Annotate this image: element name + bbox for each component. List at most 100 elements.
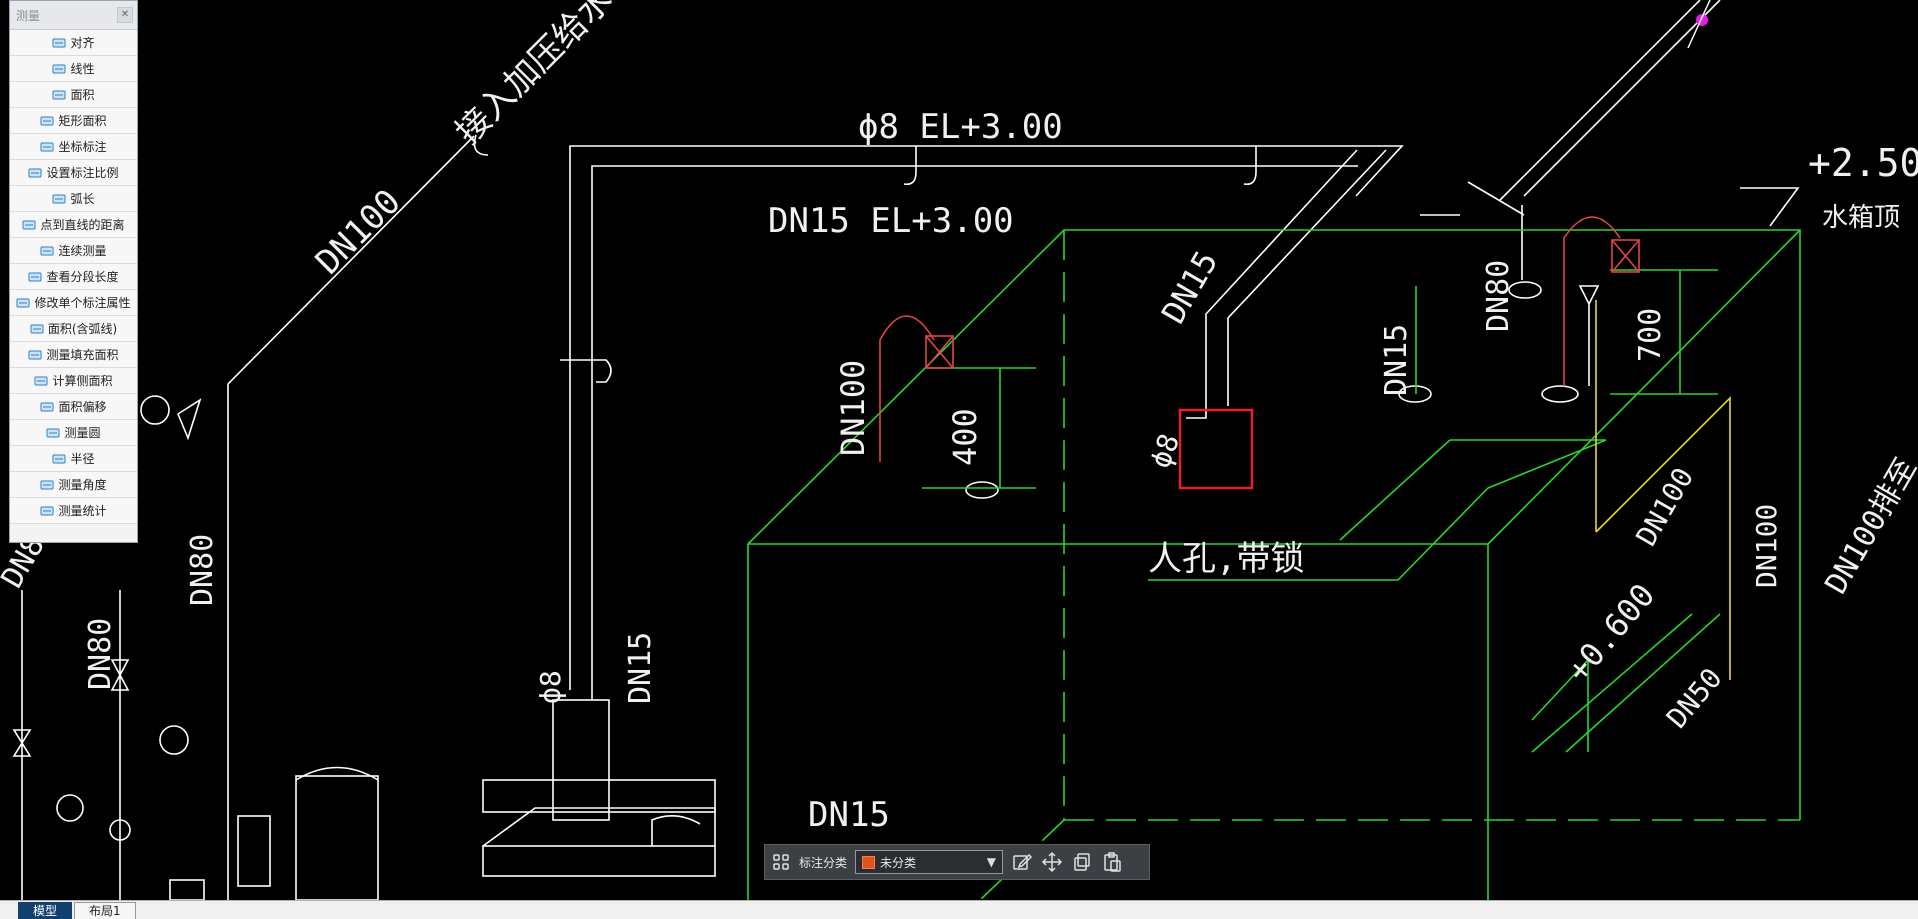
statistics-icon	[40, 506, 54, 515]
cad-text-t24: DN15	[623, 632, 658, 704]
cad-text-t1: 接入加压给水管网	[448, 0, 669, 152]
edit-annotation-icon	[16, 298, 30, 307]
category-color-swatch	[862, 855, 876, 869]
annotation-category-select[interactable]: 未分类 ▼	[855, 850, 1004, 874]
cad-text-t9: 人孔,带锁	[1148, 539, 1304, 579]
cad-text-t6: DN100	[834, 360, 872, 456]
measure-tool-item[interactable]: 面积	[10, 82, 137, 108]
cad-text-t2: DN100	[308, 182, 409, 283]
cad-canvas[interactable]: 接入加压给水管网 DN100 ϕ8 EL+3.00 DN15 EL+3.00 D…	[0, 0, 1918, 900]
measure-tool-item[interactable]: 矩形面积	[10, 108, 137, 134]
annotation-category-label: 标注分类	[799, 855, 848, 870]
measure-tool-label: 测量填充面积	[46, 348, 119, 362]
measure-tool-label: 测量角度	[58, 478, 107, 492]
measure-tool-item[interactable]: 查看分段长度	[10, 264, 137, 290]
side-area-icon	[34, 376, 48, 385]
measure-tool-item[interactable]: 计算侧面积	[10, 368, 137, 394]
measure-tool-label: 点到直线的距离	[40, 218, 125, 232]
panel-header: 测量 ✕	[10, 1, 137, 30]
measure-tool-label: 坐标标注	[58, 140, 107, 154]
cad-text-t19: DN50	[1660, 662, 1729, 735]
cad-text-t18: +0.600	[1559, 576, 1662, 689]
cad-text-t23: ϕ8	[534, 670, 567, 704]
measure-tool-list: 对齐线性面积矩形面积坐标标注设置标注比例弧长点到直线的距离连续测量查看分段长度修…	[10, 30, 137, 524]
cad-text-t7: 400	[946, 408, 984, 466]
measure-tool-item[interactable]: 对齐	[10, 30, 137, 56]
layout-tab[interactable]: 模型	[18, 902, 73, 919]
layout-tabs: 模型布局1	[0, 900, 1918, 919]
cad-text-t12: 700	[1633, 308, 1668, 362]
measure-tool-item[interactable]: 测量统计	[10, 498, 137, 524]
segment-length-icon	[28, 272, 42, 281]
measure-tool-label: 面积(含弧线)	[47, 322, 118, 336]
edit-icon[interactable]	[1011, 851, 1033, 873]
cad-text-t17: DN100排至	[1819, 452, 1918, 600]
measure-tool-label: 面积偏移	[58, 400, 107, 414]
measure-tool-label: 对齐	[70, 36, 95, 50]
cad-drawing: 接入加压给水管网 DN100 ϕ8 EL+3.00 DN15 EL+3.00 D…	[0, 0, 1918, 900]
measure-tool-item[interactable]: 设置标注比例	[10, 160, 137, 186]
measure-tool-label: 半径	[70, 452, 95, 466]
selection-box	[1178, 408, 1254, 490]
measure-tool-label: 矩形面积	[58, 114, 107, 128]
rect-area-icon	[40, 116, 54, 125]
cad-text-t15: DN100	[1629, 462, 1700, 552]
measure-tool-item[interactable]: 连续测量	[10, 238, 137, 264]
annotation-toolbar: 标注分类 未分类 ▼	[764, 844, 1150, 880]
measure-tool-item[interactable]: 坐标标注	[10, 134, 137, 160]
measure-tool-item[interactable]: 面积偏移	[10, 394, 137, 420]
move-icon[interactable]	[1041, 851, 1063, 873]
cad-text-t16: DN100	[1750, 504, 1783, 588]
layout-tab[interactable]: 布局1	[74, 902, 136, 919]
measure-panel: 测量 ✕ 对齐线性面积矩形面积坐标标注设置标注比例弧长点到直线的距离连续测量查看…	[9, 0, 138, 543]
arc-length-icon	[52, 194, 66, 203]
cad-text-t25: DN15	[808, 795, 890, 835]
cad-text-t3: ϕ8 EL+3.00	[858, 107, 1063, 147]
grid-icon[interactable]	[771, 852, 791, 872]
measure-tool-label: 查看分段长度	[46, 270, 119, 284]
measure-tool-item[interactable]: 弧长	[10, 186, 137, 212]
measure-tool-label: 连续测量	[58, 244, 107, 258]
panel-title: 测量	[16, 8, 41, 23]
linear-dimension-icon	[52, 64, 66, 73]
measure-tool-label: 弧长	[70, 192, 95, 206]
area-icon	[52, 90, 66, 99]
measure-tool-label: 计算侧面积	[52, 374, 113, 388]
aligned-dimension-icon	[52, 38, 66, 47]
chevron-down-icon: ▼	[986, 855, 997, 869]
paste-icon[interactable]	[1101, 851, 1123, 873]
cad-text-t11: DN15	[1379, 324, 1414, 396]
measure-tool-label: 测量圆	[64, 426, 101, 440]
measure-tool-item[interactable]: 面积(含弧线)	[10, 316, 137, 342]
annotation-category-value: 未分类	[880, 855, 917, 870]
measure-tool-item[interactable]: 测量填充面积	[10, 342, 137, 368]
measure-tool-label: 面积	[70, 88, 95, 102]
measure-tool-item[interactable]: 线性	[10, 56, 137, 82]
measure-tool-item[interactable]: 测量圆	[10, 420, 137, 446]
measure-tool-item[interactable]: 测量角度	[10, 472, 137, 498]
cad-text-t13: +2.500	[1808, 141, 1918, 185]
point-line-distance-icon	[22, 220, 36, 229]
measure-tool-label: 设置标注比例	[46, 166, 119, 180]
close-icon[interactable]: ✕	[117, 7, 133, 23]
measure-tool-label: 线性	[70, 62, 95, 76]
copy-icon[interactable]	[1071, 851, 1093, 873]
measure-tool-label: 修改单个标注属性	[34, 296, 131, 310]
area-offset-icon	[40, 402, 54, 411]
radius-icon	[52, 454, 66, 463]
cad-text-t5: DN15	[1154, 244, 1225, 330]
angle-icon	[40, 480, 54, 489]
arc-area-icon	[30, 324, 44, 333]
cad-text-t10: DN80	[1481, 260, 1516, 332]
measure-tool-label: 测量统计	[58, 504, 107, 518]
hatch-area-icon	[28, 350, 42, 359]
scale-icon	[28, 168, 42, 177]
measure-tool-item[interactable]: 点到直线的距离	[10, 212, 137, 238]
cad-text-t20: DN80	[185, 534, 220, 606]
cad-text-t21: DN80	[83, 618, 118, 690]
coordinate-icon	[40, 142, 54, 151]
measure-tool-item[interactable]: 半径	[10, 446, 137, 472]
continuous-measure-icon	[40, 246, 54, 255]
measure-tool-item[interactable]: 修改单个标注属性	[10, 290, 137, 316]
cad-text-t14: 水箱顶	[1822, 203, 1900, 233]
